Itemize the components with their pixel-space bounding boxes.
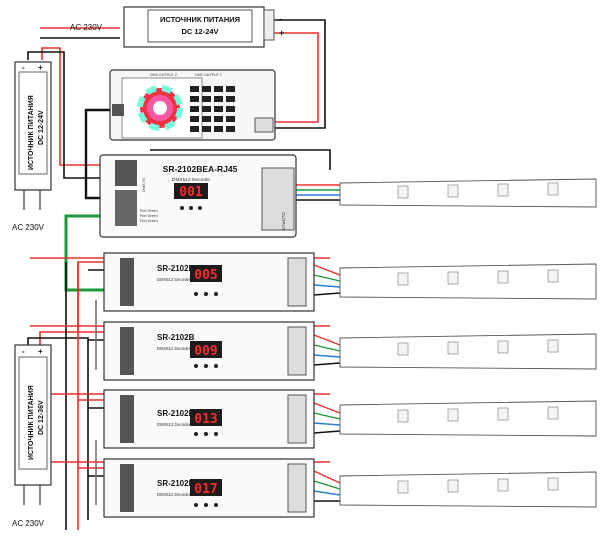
decoder-3: SR-2102B DMX512 Decoder 013	[103, 389, 315, 449]
left-psu1-title: ИСТОЧНИК ПИТАНИЯ	[28, 95, 35, 170]
left-psu1-plus: +	[38, 63, 43, 72]
controller-keypad	[190, 86, 235, 132]
decoder-3-address: 013	[194, 412, 217, 427]
decoder-3-model: SR-2102B	[157, 409, 195, 418]
decoder-1: SR-2102B DMX512 Decoder 005	[103, 252, 315, 312]
strip-wires	[296, 184, 341, 502]
top-psu-title: ИСТОЧНИК ПИТАНИЯ	[160, 15, 240, 24]
left-psu2-title: ИСТОЧНИК ПИТАНИЯ	[28, 385, 35, 460]
decoder-4: SR-2102B DMX512 Decoder 017	[103, 458, 315, 518]
decoder-4-subtitle: DMX512 Decoder	[157, 492, 191, 497]
decoder-4-address: 017	[194, 482, 217, 497]
main-decoder-port-label-2: Port Green	[140, 214, 158, 218]
decoder-2-address: 009	[194, 344, 217, 359]
left-psu2-minus: -	[22, 347, 25, 356]
left-power-supply-1: ИСТОЧНИК ПИТАНИЯ DC 12-24V - +	[14, 61, 52, 210]
main-decoder-subtitle: DMX512 Decoder	[172, 177, 211, 183]
left-psu2-subtitle: DC 12-36V	[38, 400, 45, 435]
main-decoder-model: SR-2102BEA-RJ45	[163, 164, 238, 174]
dmx-controller: DMX OUTPUT 2 DMX OUTPUT 1	[109, 69, 276, 141]
left-psu1-ac-label: AC 230V	[12, 223, 45, 232]
decoder-3-subtitle: DMX512 Decoder	[157, 422, 191, 427]
top-ac-label: AC 230V	[70, 23, 103, 32]
decoder-1-subtitle: DMX512 Decoder	[157, 277, 191, 282]
decoder-2: SR-2102B DMX512 Decoder 009	[103, 321, 315, 381]
decoder-2-model: SR-2102B	[157, 333, 195, 342]
left-psu1-minus: -	[22, 63, 25, 72]
left-psu1-subtitle: DC 12-24V	[38, 110, 45, 145]
top-psu-minus: -	[279, 14, 282, 24]
main-decoder-port-label-1: Port Green	[140, 209, 158, 213]
decoder-4-model: SR-2102B	[157, 479, 195, 488]
main-decoder: SR-2102BEA-RJ45 DMX512 Decoder 001 OUTPU…	[99, 154, 297, 238]
decoder-1-model: SR-2102B	[157, 264, 195, 273]
main-decoder-output-label: OUTPUT	[281, 212, 286, 231]
led-strips	[339, 178, 597, 508]
main-decoder-port-label-3: Port Green	[140, 219, 158, 223]
main-decoder-dmx-in-label: DMX IN	[141, 178, 146, 192]
decoder-2-subtitle: DMX512 Decoder	[157, 346, 191, 351]
left-psu2-ac-label: AC 230V	[12, 519, 45, 528]
controller-dmx1-label: DMX OUTPUT 1	[195, 73, 222, 77]
left-power-supply-2: ИСТОЧНИК ПИТАНИЯ DC 12-36V - +	[14, 344, 52, 505]
top-psu-plus: +	[279, 28, 284, 38]
controller-dmx2-label: DMX OUTPUT 2	[150, 73, 177, 77]
decoder-1-address: 005	[194, 268, 217, 283]
top-power-supply: ИСТОЧНИК ПИТАНИЯ DC 12-24V - +	[123, 6, 284, 48]
main-decoder-display	[174, 183, 208, 199]
top-psu-subtitle: DC 12-24V	[181, 27, 218, 36]
main-decoder-address: 001	[179, 185, 203, 200]
left-psu2-plus: +	[38, 347, 43, 356]
